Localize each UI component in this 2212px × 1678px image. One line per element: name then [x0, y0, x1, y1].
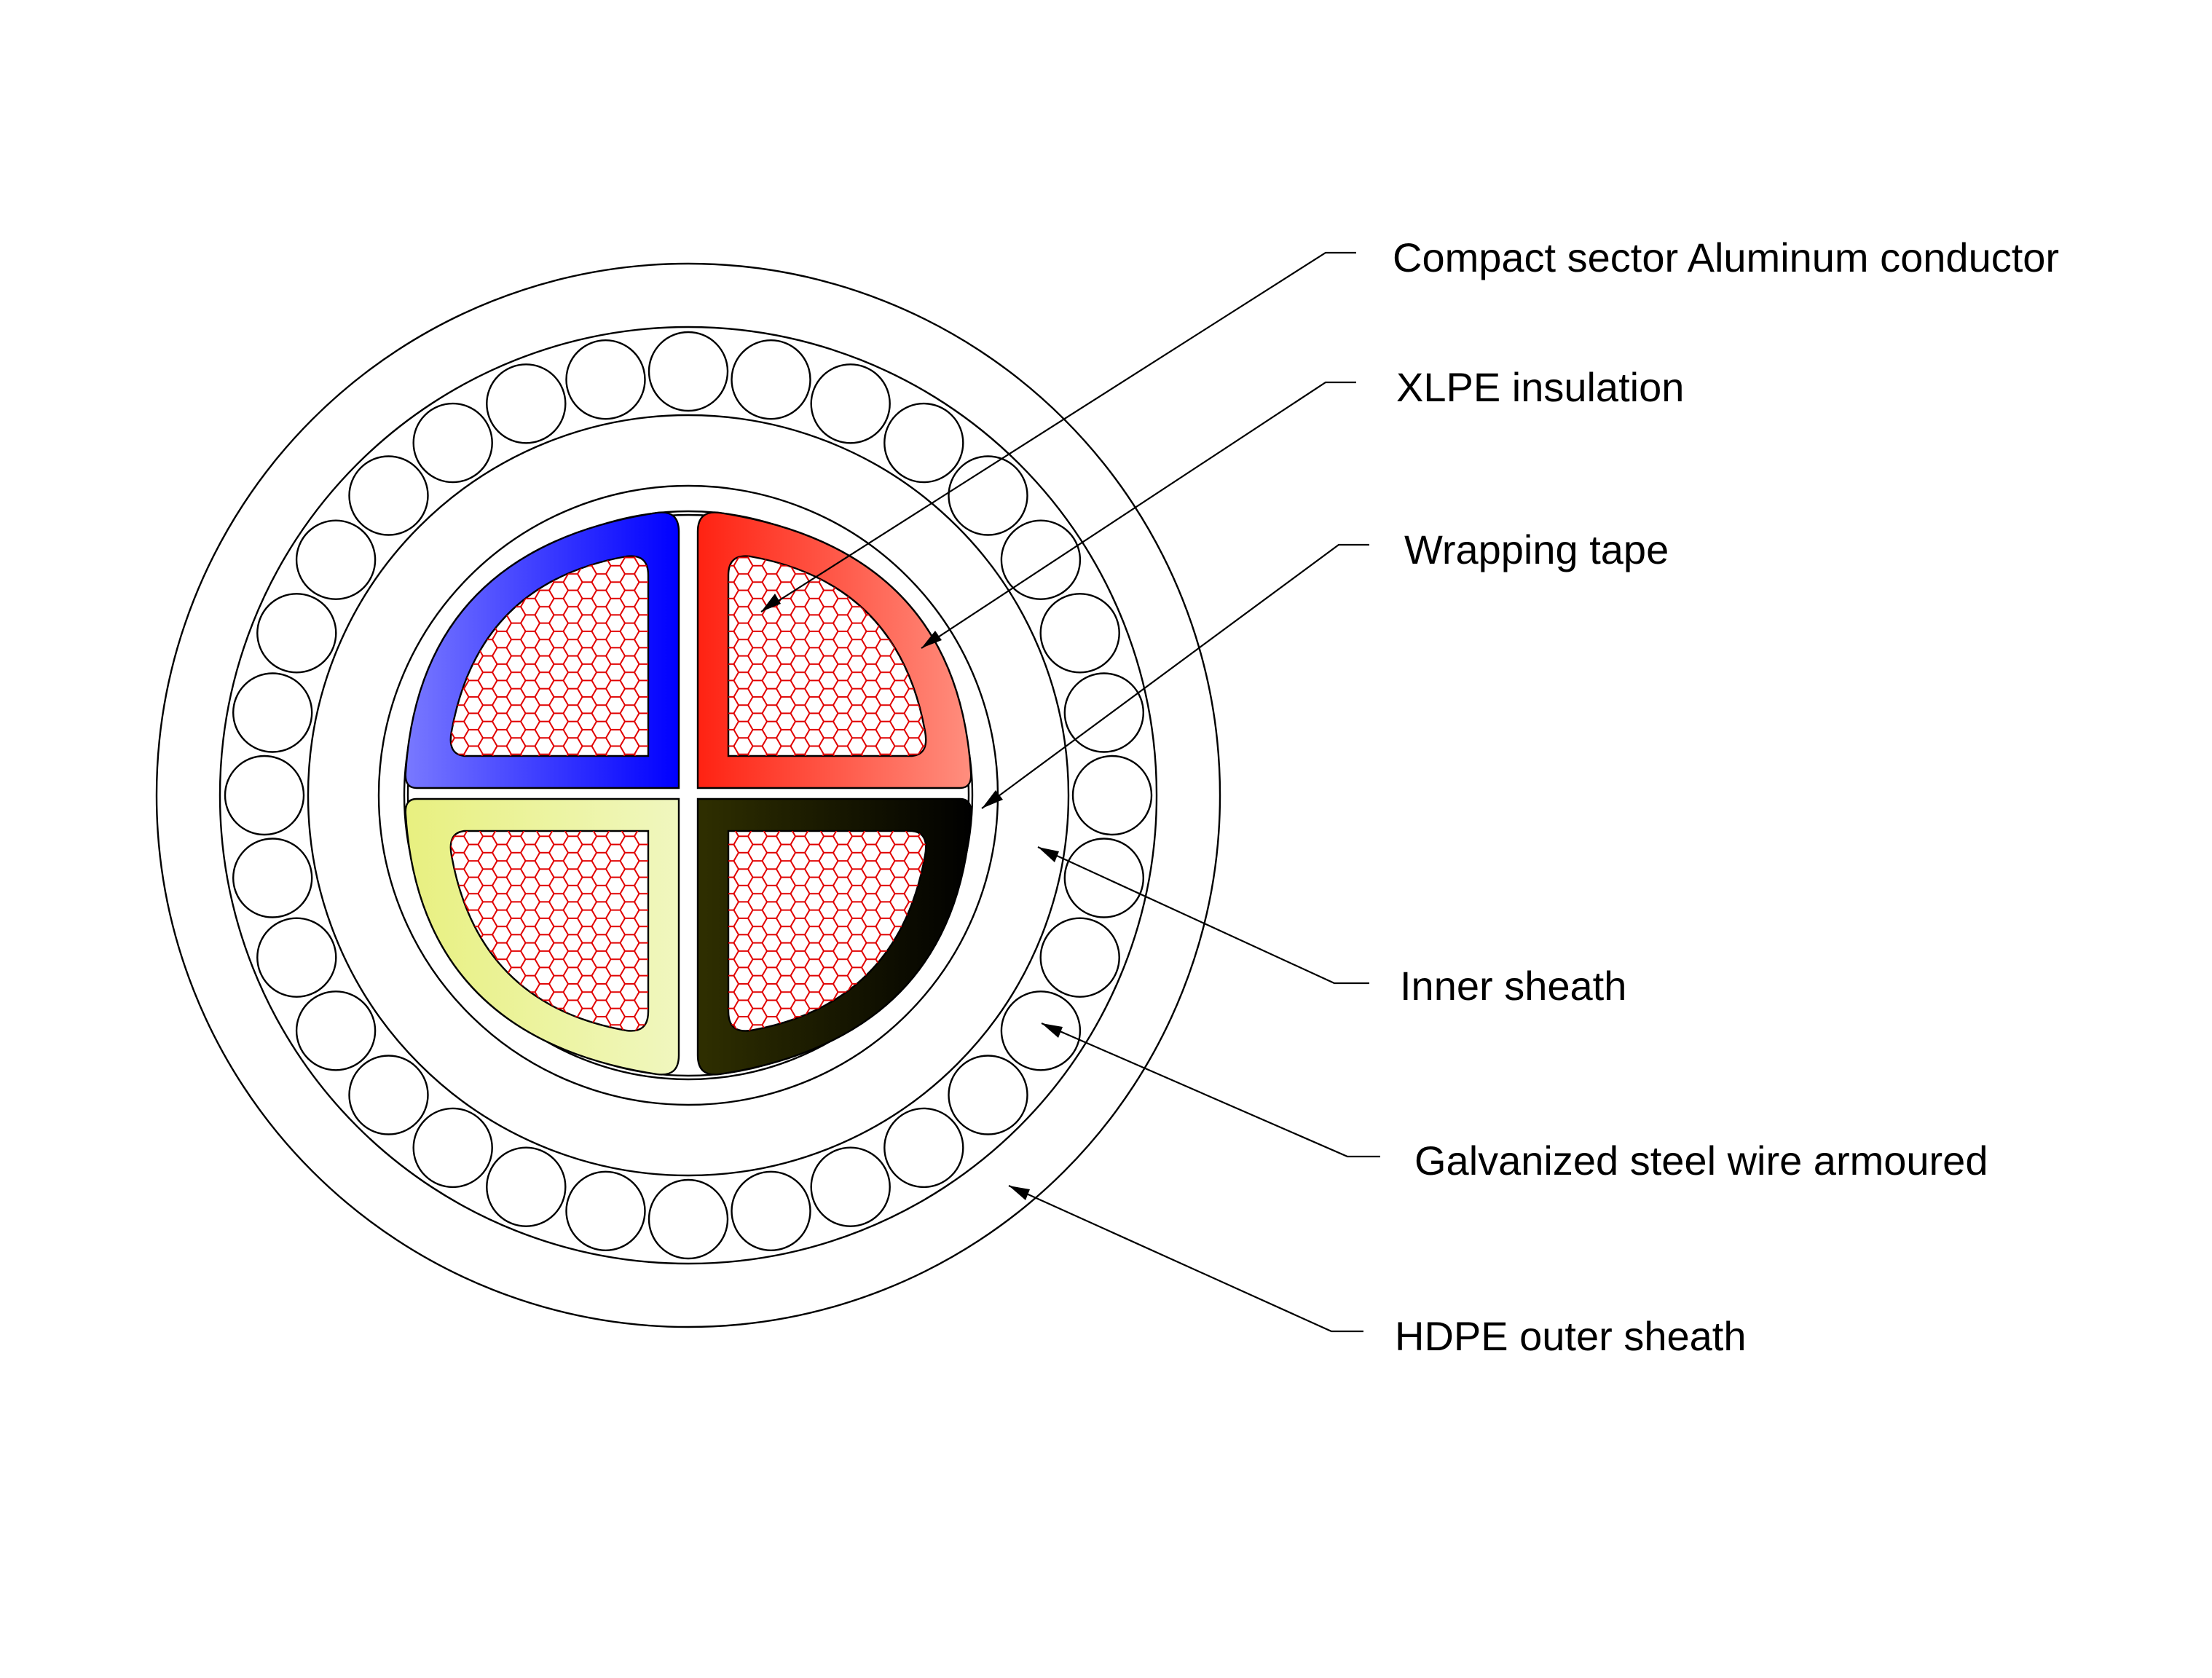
label-wrapping-tape: Wrapping tape	[1404, 527, 1669, 572]
core-bottom-right	[696, 797, 972, 1076]
label-insulation: XLPE insulation	[1396, 364, 1684, 410]
armour-wire	[232, 838, 313, 918]
wrapping-tape-inner-outline	[406, 513, 970, 1077]
armour-wire	[1039, 917, 1120, 998]
leader-insulation	[921, 381, 1356, 649]
armour-wire	[295, 519, 377, 600]
conductor-hex-top-right	[728, 556, 926, 756]
leader-inner-sheath	[1037, 846, 1369, 985]
core-bottom-left	[404, 797, 680, 1076]
armour-wire	[1000, 990, 1082, 1071]
armour-wire	[731, 1170, 811, 1252]
wrapping-tape-outline	[403, 510, 974, 1081]
conductor-hex-top-left	[450, 556, 648, 756]
outer-sheath-outline	[155, 262, 1221, 1328]
armour-wire	[810, 1146, 891, 1227]
armour-outer-boundary	[219, 326, 1158, 1265]
armour-wire	[224, 755, 305, 836]
label-conductor: Compact sector Aluminum conductor	[1393, 235, 2059, 280]
galvanized-steel-wire-armour	[224, 331, 1153, 1260]
inner-sheath-outline	[377, 484, 999, 1106]
armour-wire	[1063, 672, 1145, 753]
armour-wire	[883, 402, 964, 484]
armour-wire	[1000, 519, 1082, 600]
armour-wire	[948, 455, 1028, 536]
core-top-right	[696, 511, 972, 789]
armour-wire	[486, 1146, 567, 1227]
leader-armour	[1041, 1022, 1380, 1158]
armour-wire	[731, 339, 811, 420]
leader-outer-sheath	[1008, 1184, 1363, 1333]
armour-wire	[648, 331, 729, 412]
armour-wire	[565, 1170, 646, 1252]
leader-conductor	[760, 251, 1356, 612]
leader-wrapping-tape	[981, 543, 1369, 809]
armour-wire	[348, 1055, 429, 1135]
label-inner-sheath: Inner sheath	[1400, 963, 1626, 1009]
armour-inner-boundary	[307, 414, 1070, 1177]
armour-wire	[810, 363, 891, 444]
armour-wire	[412, 1107, 493, 1189]
armour-wire	[948, 1055, 1028, 1135]
conductor-hex-bottom-right	[728, 831, 926, 1031]
armour-wire	[565, 339, 646, 420]
armour-wire	[295, 990, 377, 1071]
armour-wire	[256, 593, 337, 674]
armour-wire	[1071, 755, 1153, 836]
conductor-hex-bottom-left	[450, 831, 648, 1031]
core-top-left	[404, 511, 680, 789]
armour-wire	[883, 1107, 964, 1189]
armour-wire	[256, 917, 337, 998]
armour-wire	[1039, 593, 1120, 674]
label-outer-sheath: HDPE outer sheath	[1395, 1313, 1746, 1359]
armour-wire	[412, 402, 493, 484]
label-armour: Galvanized steel wire armoured	[1414, 1138, 1988, 1183]
armour-wire	[486, 363, 567, 444]
armour-wire	[348, 455, 429, 536]
armour-wire	[232, 672, 313, 753]
armour-wire	[648, 1178, 729, 1260]
